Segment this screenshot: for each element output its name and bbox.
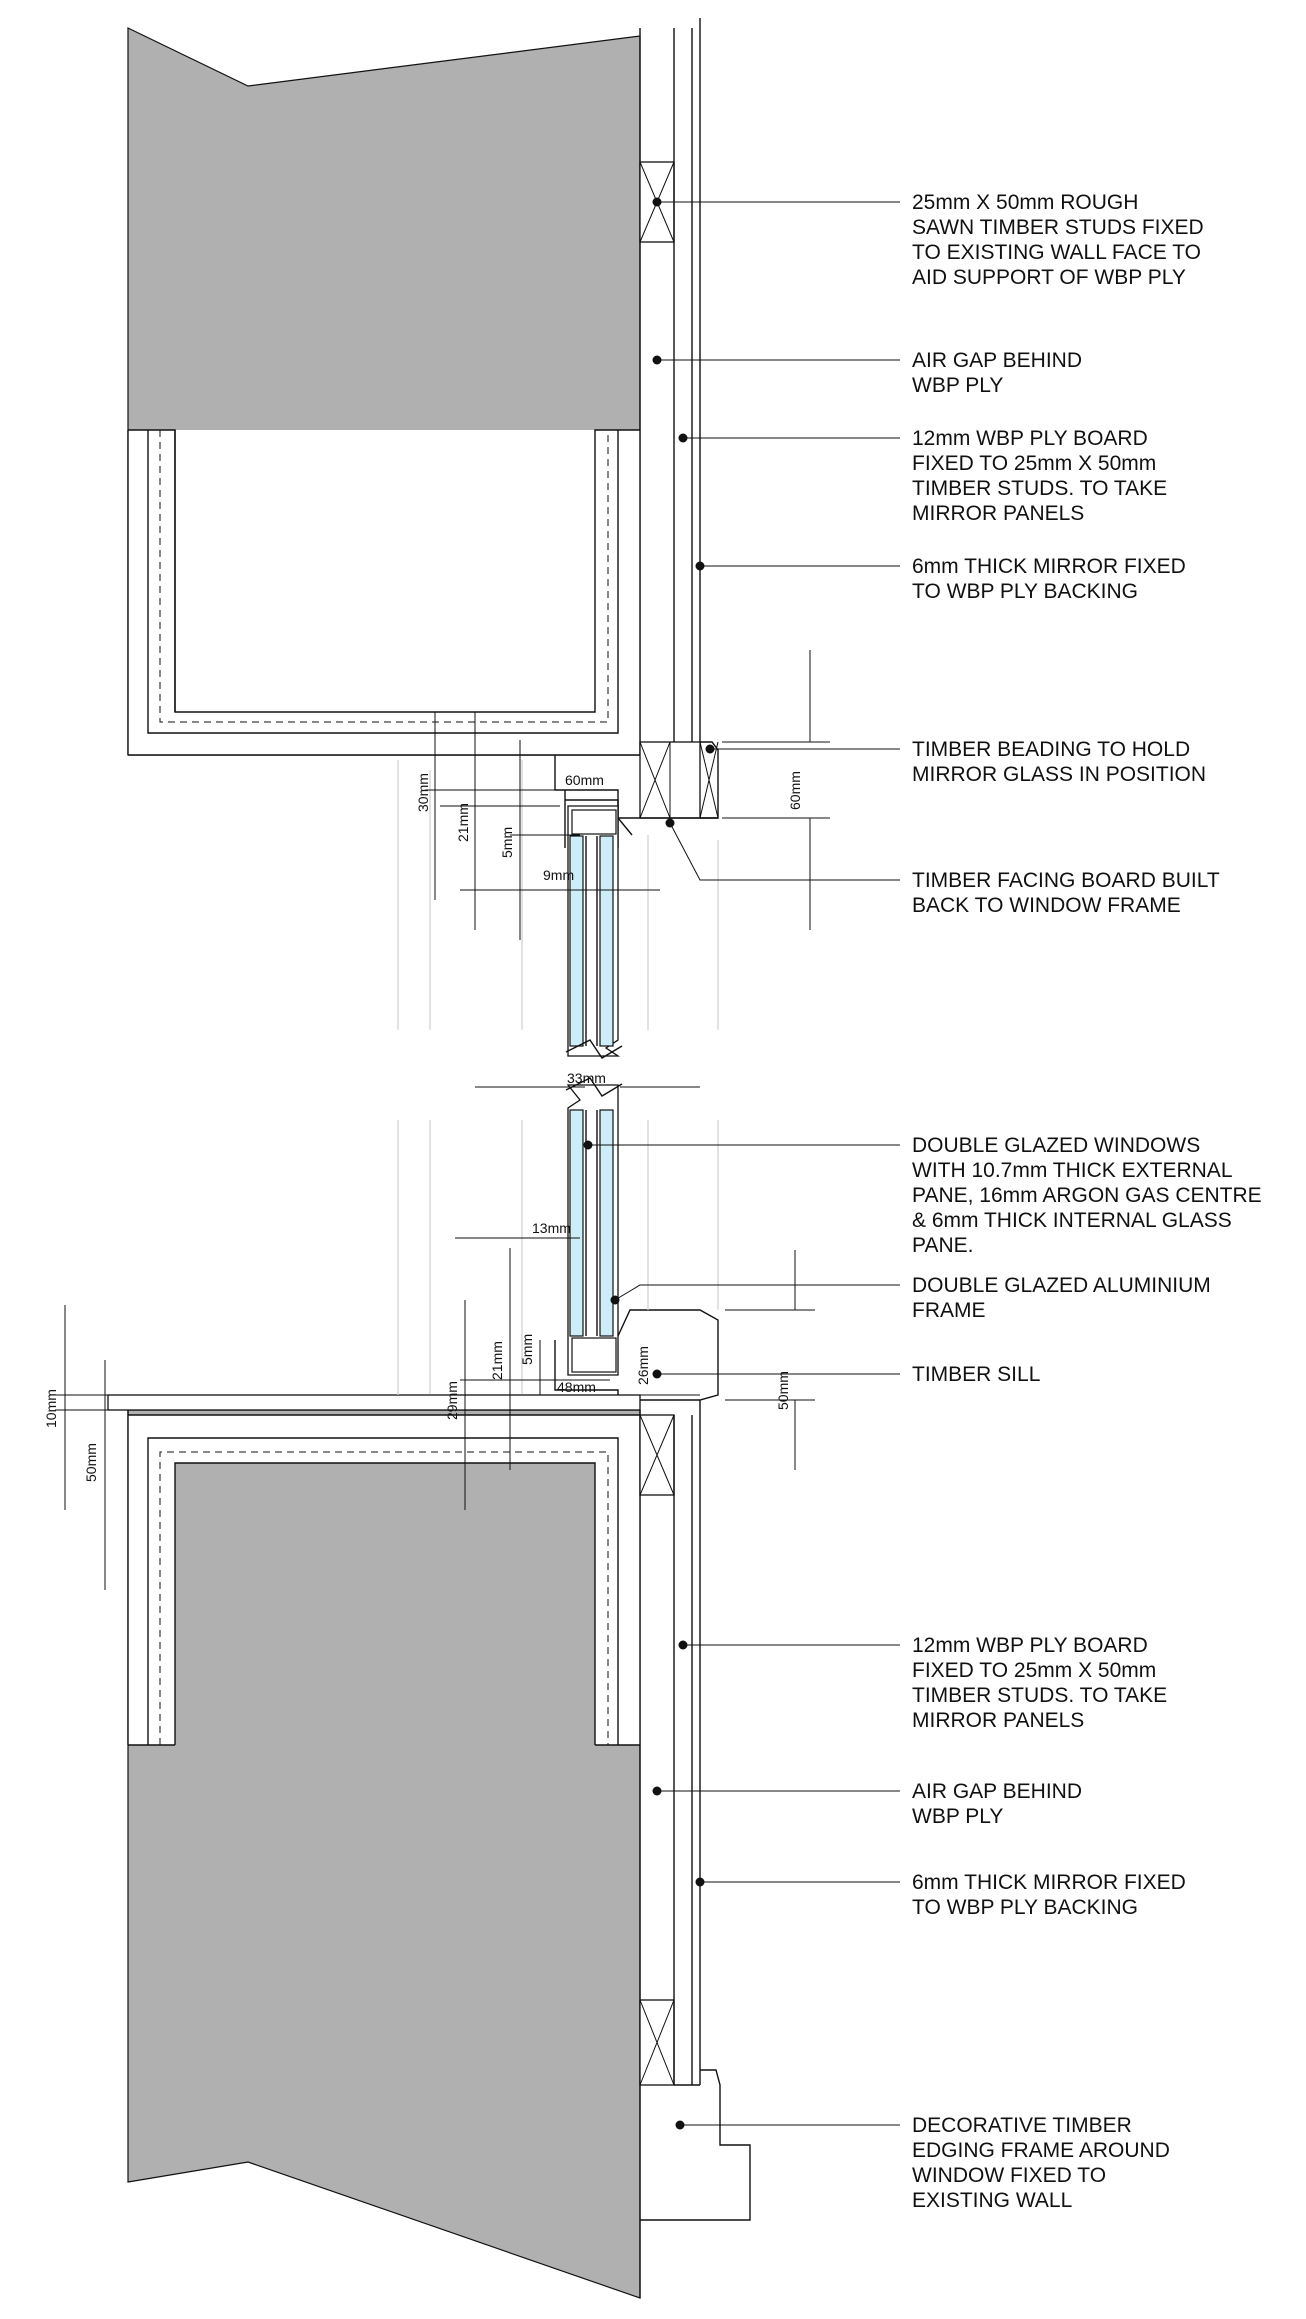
construction-lines — [397, 760, 719, 1395]
annotation-line: WINDOW FIXED TO — [912, 2164, 1106, 2187]
leader-dots — [583, 197, 715, 2130]
annotation-line: DECORATIVE TIMBER — [912, 2114, 1132, 2137]
annotation-sill: TIMBER SILL — [912, 1363, 1040, 1386]
dim-30mm: 30mm — [415, 773, 431, 812]
annotation-line: FIXED TO 25mm X 50mm — [912, 452, 1156, 475]
upper-reveal-lining — [127, 429, 640, 756]
annotation-line: TO WBP PLY BACKING — [912, 1896, 1138, 1919]
dim-60mm-right: 60mm — [787, 771, 803, 810]
dim-13mm: 13mm — [532, 1220, 571, 1236]
annotation-line: TIMBER FACING BOARD BUILT — [912, 869, 1220, 892]
dim-10mm: 10mm — [43, 1389, 59, 1428]
annotation-line: MIRROR PANELS — [912, 502, 1084, 525]
glazing-unit — [565, 805, 623, 1376]
dim-50mm-right: 50mm — [775, 1371, 791, 1410]
annotation-line: MIRROR PANELS — [912, 1709, 1084, 1732]
annotation-line: TO WBP PLY BACKING — [912, 580, 1138, 603]
dim-21mm-bottom: 21mm — [489, 1341, 505, 1380]
annotation-line: WBP PLY — [912, 1805, 1003, 1828]
annotation-line: 6mm THICK MIRROR FIXED — [912, 555, 1186, 578]
annotation-line: SAWN TIMBER STUDS FIXED — [912, 216, 1204, 239]
lower-reveal-lining — [127, 1414, 640, 1746]
annotation-line: TIMBER SILL — [912, 1363, 1040, 1386]
dimension-labels: 60mm 30mm 21mm 5mm 9mm 60mm 33mm 13mm 21… — [43, 771, 803, 1482]
annotation-line: DOUBLE GLAZED ALUMINIUM — [912, 1274, 1211, 1297]
dim-5mm-top: 5mm — [499, 827, 515, 858]
dim-33mm: 33mm — [567, 1070, 606, 1086]
annotation-line: WITH 10.7mm THICK EXTERNAL — [912, 1159, 1233, 1182]
leader-lines — [588, 201, 900, 2126]
dim-60mm-top: 60mm — [565, 772, 604, 788]
annotation-line: 25mm X 50mm ROUGH — [912, 191, 1138, 214]
annotation-line: AID SUPPORT OF WBP PLY — [912, 266, 1186, 289]
timber-sill — [107, 1309, 719, 1415]
annotation-line: DOUBLE GLAZED WINDOWS — [912, 1134, 1200, 1157]
dim-9mm: 9mm — [543, 867, 574, 883]
dim-26mm: 26mm — [635, 1346, 651, 1385]
annotation-line: TIMBER BEADING TO HOLD — [912, 738, 1190, 761]
annotation-line: EDGING FRAME AROUND — [912, 2139, 1170, 2162]
dimension-lines — [55, 650, 830, 1590]
annotation-line: & 6mm THICK INTERNAL GLASS — [912, 1209, 1232, 1232]
dim-50mm-left: 50mm — [83, 1443, 99, 1482]
annotation-line: TIMBER STUDS. TO TAKE — [912, 1684, 1167, 1707]
wall-buildup-top — [618, 18, 719, 819]
annotation-line: BACK TO WINDOW FRAME — [912, 894, 1181, 917]
dim-5mm-bottom: 5mm — [519, 1334, 535, 1365]
annotation-line: FRAME — [912, 1299, 986, 1322]
dim-21mm-top: 21mm — [455, 803, 471, 842]
annotation-line: WBP PLY — [912, 374, 1003, 397]
annotation-line: PANE, 16mm ARGON GAS CENTRE — [912, 1184, 1262, 1207]
annotation-line: TO EXISTING WALL FACE TO — [912, 241, 1201, 264]
dim-29mm: 29mm — [444, 1381, 460, 1420]
annotation-line: TIMBER STUDS. TO TAKE — [912, 477, 1167, 500]
annotation-line: 12mm WBP PLY BOARD — [912, 1634, 1148, 1657]
annotation-line: AIR GAP BEHIND — [912, 349, 1082, 372]
annotation-line: MIRROR GLASS IN POSITION — [912, 763, 1206, 786]
annotation-line: PANE. — [912, 1234, 973, 1257]
annotation-line: 6mm THICK MIRROR FIXED — [912, 1871, 1186, 1894]
annotation-line: FIXED TO 25mm X 50mm — [912, 1659, 1156, 1682]
annotation-line: 12mm WBP PLY BOARD — [912, 427, 1148, 450]
annotation-line: EXISTING WALL — [912, 2189, 1072, 2212]
annotation-line: AIR GAP BEHIND — [912, 1780, 1082, 1803]
dim-48mm: 48mm — [557, 1379, 596, 1395]
wall-buildup-bottom — [639, 1400, 751, 2298]
